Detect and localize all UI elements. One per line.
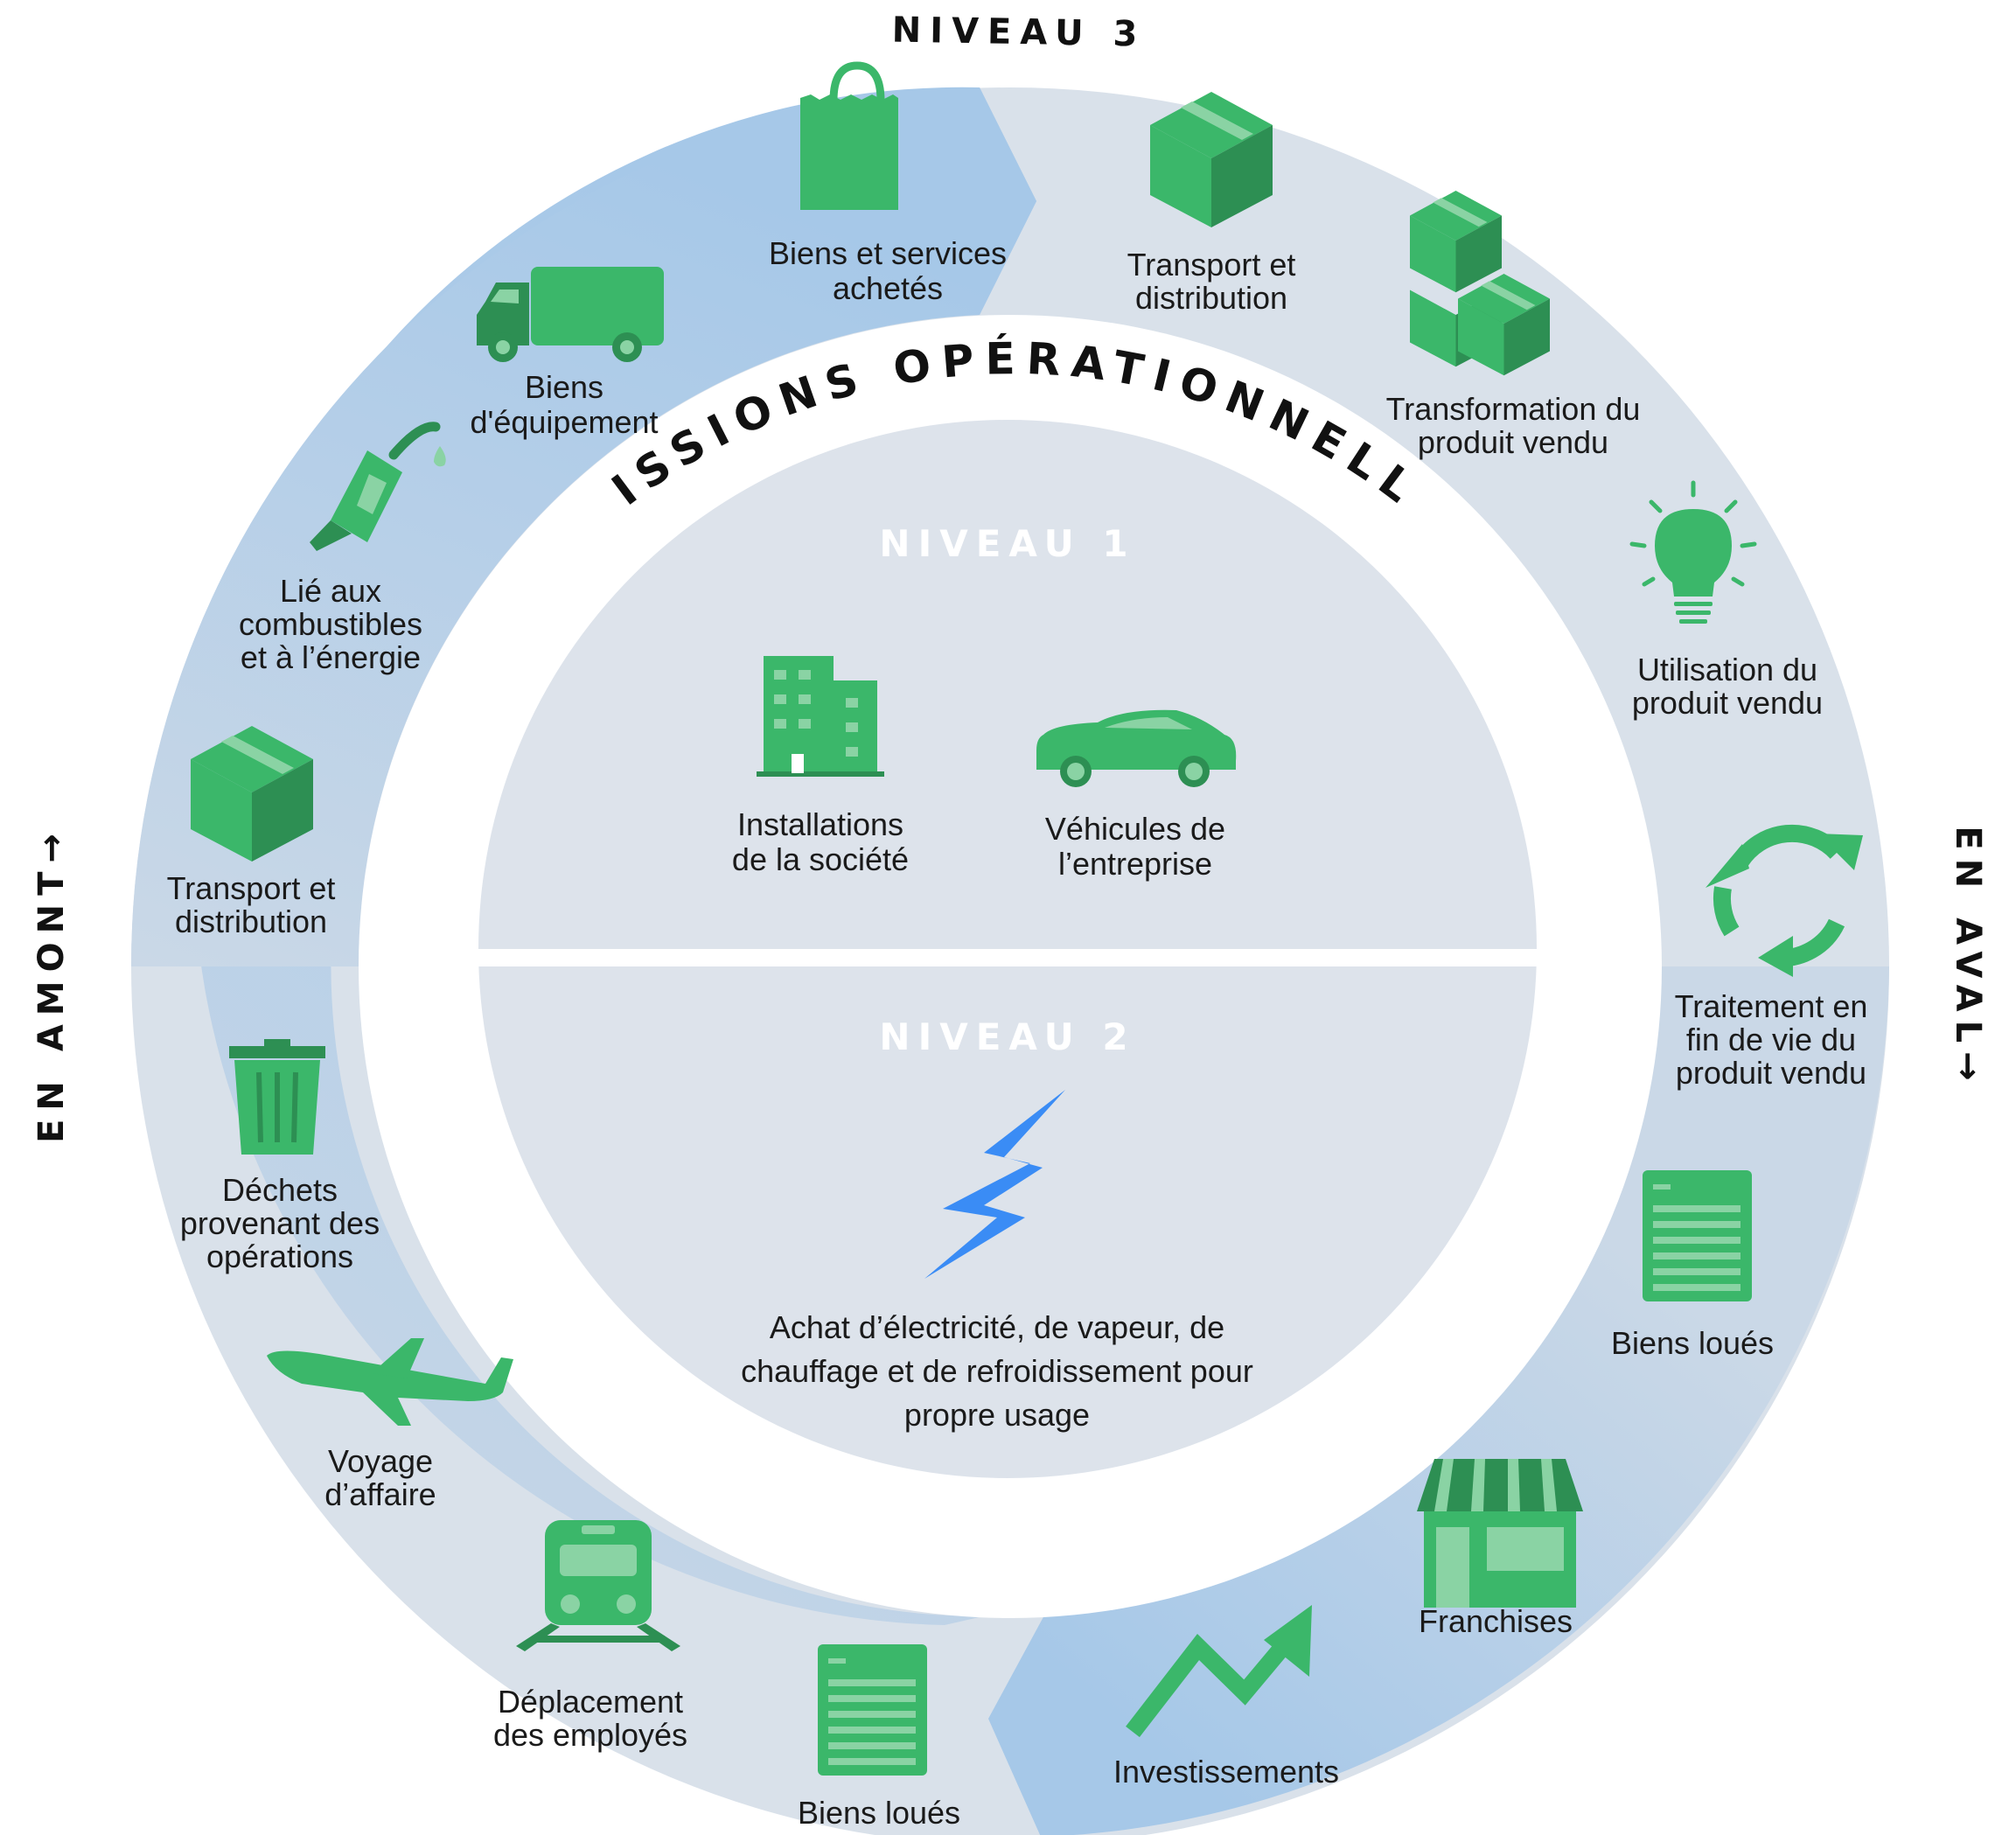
box-icon-downstream — [1150, 92, 1273, 227]
label-franchises: Franchises — [1419, 1603, 1573, 1639]
box-icon — [191, 726, 313, 862]
label-biens-loues-amont: Biens loués — [798, 1795, 960, 1831]
label-biens-loues-aval: Biens loués — [1611, 1325, 1774, 1361]
airplane-icon — [267, 1338, 513, 1426]
level1-title: NIVEAU 1 — [879, 522, 1135, 565]
document-icon-downstream — [1643, 1170, 1752, 1301]
level2-title: NIVEAU 2 — [879, 1015, 1135, 1058]
train-icon — [516, 1520, 680, 1651]
level3-title: NIVEAU 3 — [891, 10, 1146, 54]
lightning-icon — [924, 1090, 1065, 1279]
car-icon — [1036, 709, 1237, 787]
building-icon — [757, 656, 884, 777]
upstream-arrow-band-outer — [130, 87, 1037, 966]
trash-can-icon — [229, 1039, 325, 1155]
recycle-icon — [1706, 824, 1863, 977]
document-icon-upstream — [818, 1644, 927, 1776]
trend-arrow-icon — [1126, 1605, 1312, 1738]
stacked-boxes-icon — [1410, 191, 1550, 376]
level-divider — [455, 949, 1566, 966]
storefront-icon — [1417, 1459, 1583, 1608]
upstream-label: EN AMONT→ — [31, 825, 72, 1143]
shopping-bag-icon — [800, 61, 898, 210]
truck-icon — [477, 267, 664, 362]
fuel-nozzle-icon — [310, 422, 446, 551]
light-bulb-icon — [1629, 480, 1757, 624]
label-investissements: Investissements — [1113, 1754, 1339, 1790]
downstream-label: EN AVAL→ — [1948, 826, 1988, 1089]
